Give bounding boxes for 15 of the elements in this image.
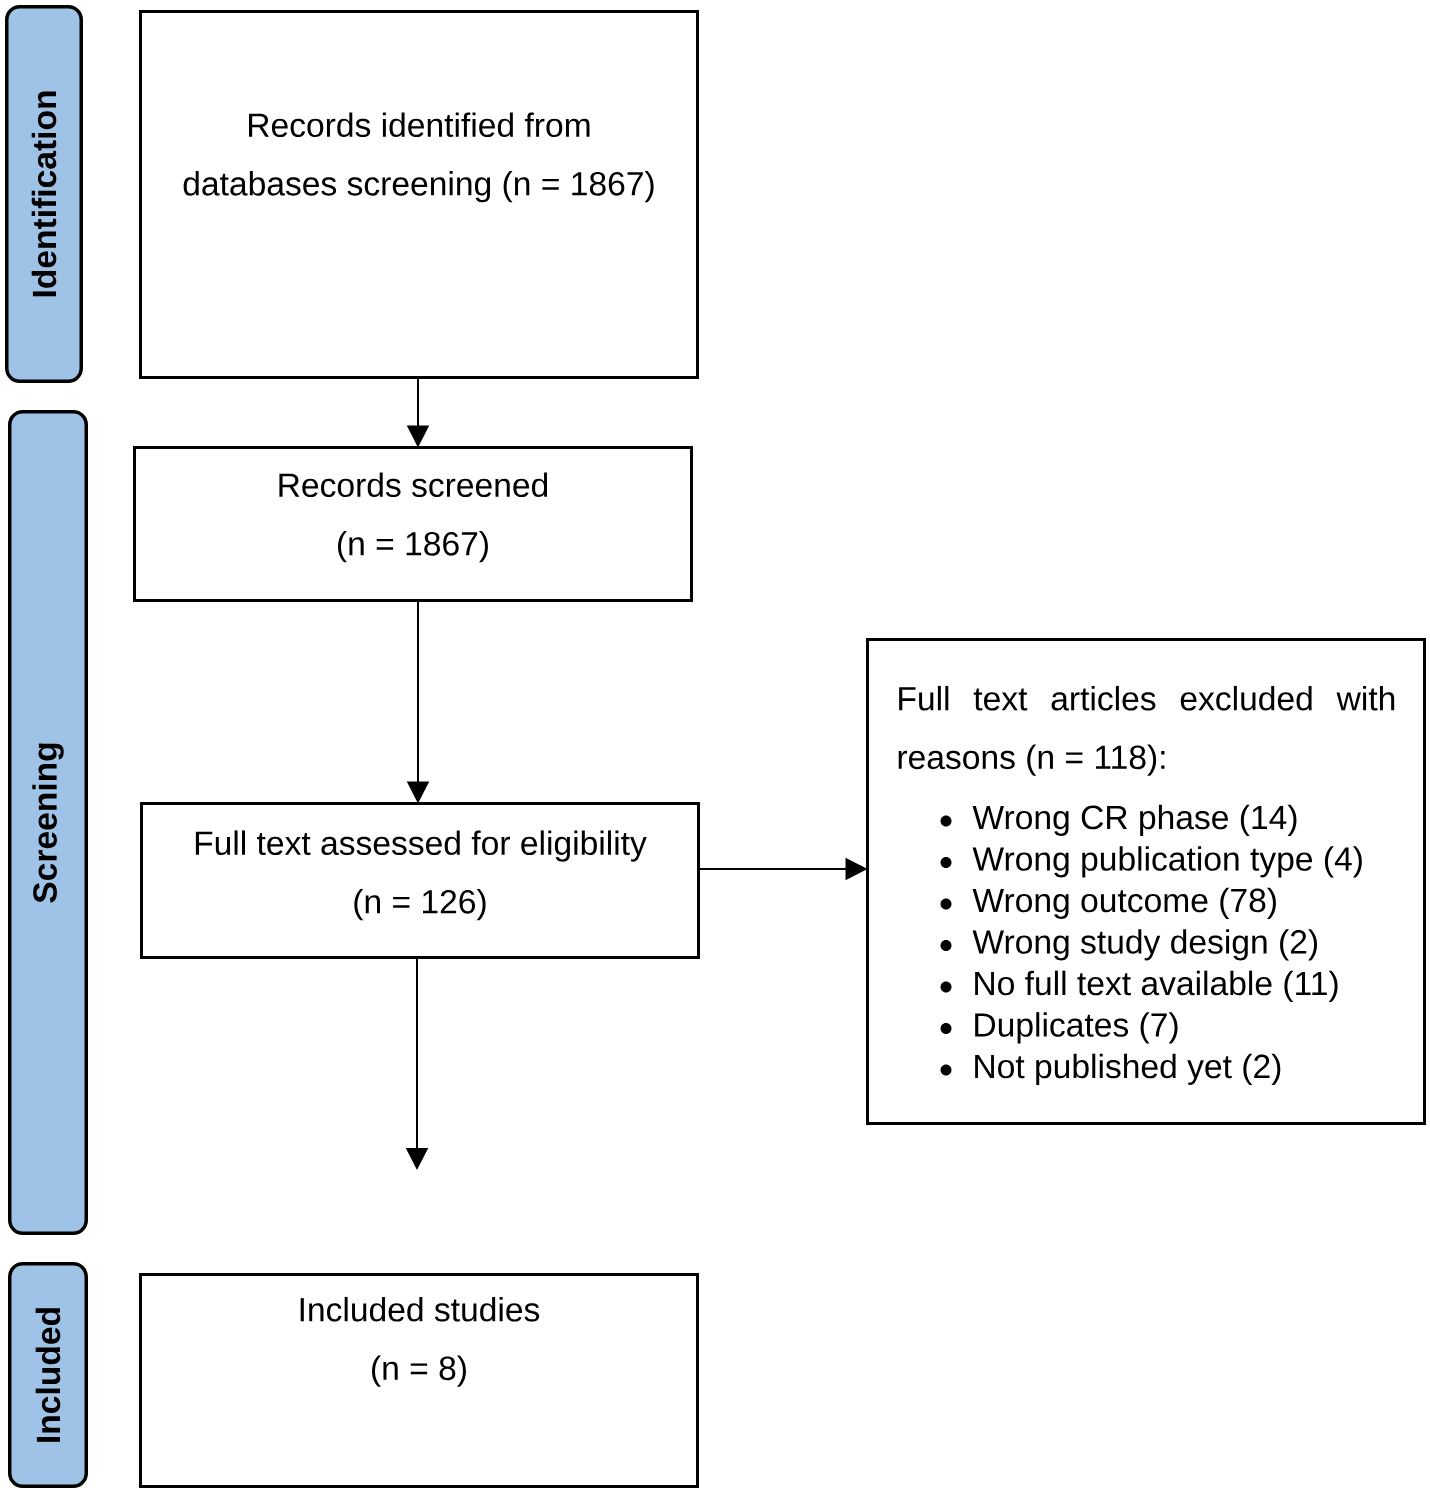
list-item: Wrong study design (2) [972,929,1317,961]
phase-band: Screening [8,410,88,1235]
box-heading: Full text articles excluded with reasons (n = 118): [898,685,1395,776]
list-item: No full text available (11) [975,970,1338,1002]
list-item: Not published yet (2) [975,1053,1281,1085]
process-box: Included studies (n = 8) [139,1273,699,1488]
process-box: Records screened (n = 1867) [133,446,693,602]
phase-band: Included [8,1262,88,1488]
phase-band: Identification [5,5,83,383]
list-item: Wrong publication type (4) [972,846,1362,878]
list-item: Duplicates (7) [975,1012,1178,1044]
list-item: Wrong outcome (78) [972,887,1276,919]
list-item: Wrong CR phase (14) [972,804,1297,836]
process-box: Records identified from databases screening (n = 1867) [139,10,699,379]
process-box: Full text assessed for eligibility (n = 126) [140,802,700,959]
